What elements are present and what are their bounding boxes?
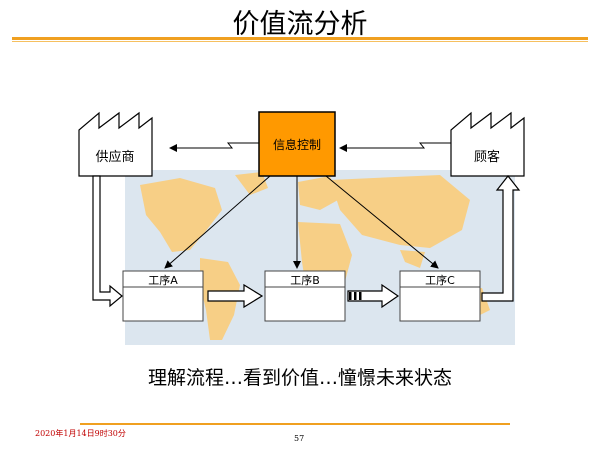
control-to-process-c-arrow [325, 175, 439, 269]
process-c-to-customer-push-arrow-icon [481, 175, 521, 302]
process-box-c [399, 270, 481, 322]
supplier-factory-icon [78, 111, 153, 177]
process-c-label: 工序C [425, 273, 455, 287]
customer-factory-icon [450, 111, 525, 177]
process-box-a [122, 270, 204, 322]
customer-to-control-lightning-arrow-icon [339, 142, 451, 152]
customer-label: 顾客 [474, 149, 500, 165]
process-b-label: 工序B [290, 273, 320, 287]
slide-title: 价值流分析 [232, 9, 368, 40]
control-to-process-a-arrow [164, 175, 271, 269]
title-underline-thin [12, 41, 588, 42]
process-b-to-c-push-arrow-icon [347, 283, 400, 309]
process-a-to-b-push-arrow-icon [207, 283, 264, 309]
supplier-to-process-a-push-arrow-icon [92, 175, 123, 308]
control-to-supplier-lightning-arrow-icon [169, 142, 259, 152]
title-underline [12, 37, 588, 40]
footer-date: 2020年1月14日9时30分 [35, 429, 126, 438]
process-box-b [264, 270, 346, 322]
slide-caption: 理解流程…看到价值…憧憬未来状态 [147, 367, 452, 389]
info-control-label: 信息控制 [273, 137, 321, 152]
process-a-label: 工序A [148, 273, 178, 287]
info-control-box [258, 111, 336, 177]
supplier-label: 供应商 [95, 149, 134, 165]
footer-rule [80, 423, 510, 425]
page-number: 57 [294, 434, 305, 443]
